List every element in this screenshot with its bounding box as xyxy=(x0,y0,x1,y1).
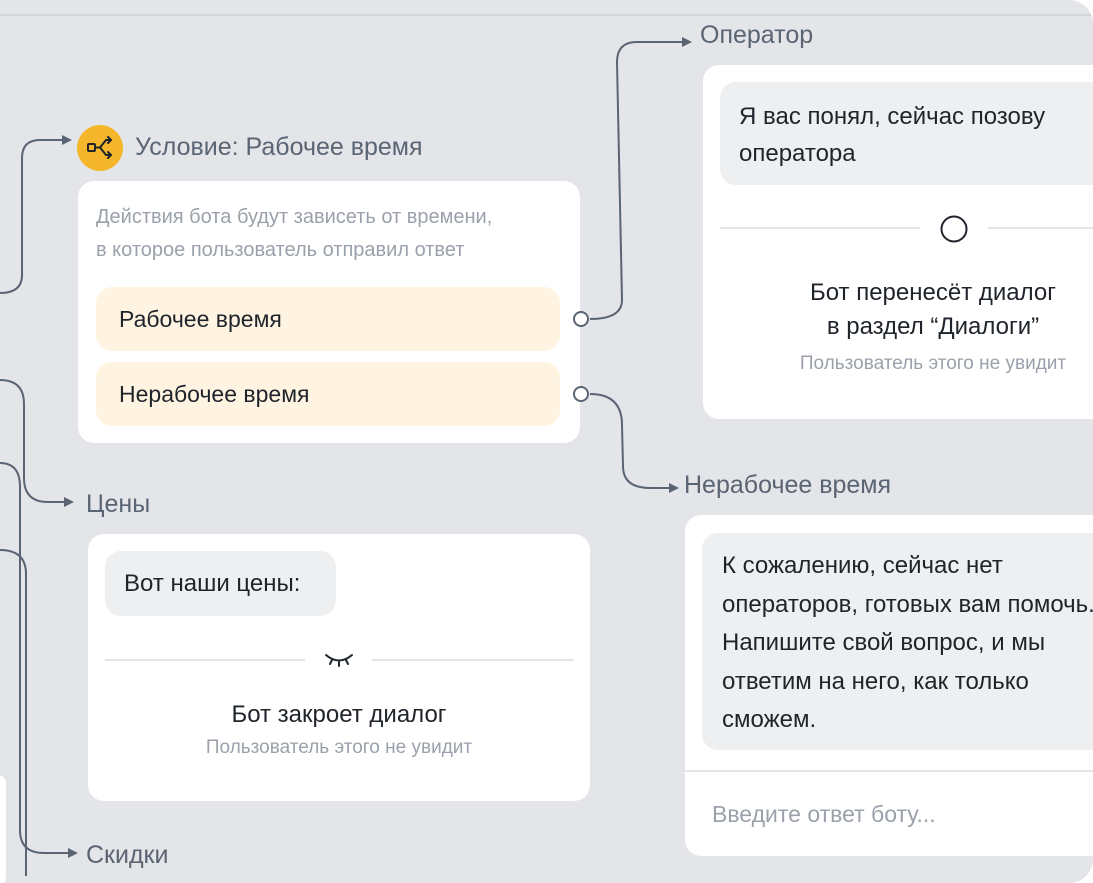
connector-to-discounts-1 xyxy=(0,462,78,858)
port-working-hours[interactable] xyxy=(573,311,589,327)
divider-left xyxy=(720,227,920,229)
discounts-title: Скидки xyxy=(86,841,169,869)
operator-message: Я вас понял, сейчас позову оператора xyxy=(720,82,1093,185)
partial-card-left xyxy=(0,775,6,883)
port-off-hours[interactable] xyxy=(573,386,589,402)
reply-input[interactable]: Введите ответ боту... xyxy=(712,801,936,827)
connector-to-condition xyxy=(0,135,72,294)
operator-message-line-2: оператора xyxy=(739,140,856,167)
condition-card[interactable]: Действия бота будут зависеть от времени,… xyxy=(78,181,580,443)
off-hours-card[interactable]: К сожалению, сейчас нет операторов, гото… xyxy=(685,515,1093,856)
prices-card[interactable]: Вот наши цены: Бот закроет диалог Пользо… xyxy=(88,534,590,801)
operator-action-subtitle: Пользователь этого не увидит xyxy=(799,353,1067,374)
operator-title: Оператор xyxy=(700,21,814,49)
connector-to-off-hours xyxy=(589,393,679,493)
option-off-hours[interactable]: Нерабочее время xyxy=(96,362,560,426)
operator-message-line-1: Я вас понял, сейчас позову xyxy=(739,103,1046,130)
closed-eye-icon xyxy=(325,654,353,667)
prices-action-subtitle: Пользователь этого не увидит xyxy=(205,737,473,758)
prices-title: Цены xyxy=(86,490,151,518)
operator-action-title-line-1: Бот перенесёт диалог xyxy=(809,279,1056,306)
condition-title: Условие: Рабочее время xyxy=(135,133,423,161)
connector-to-operator xyxy=(589,37,692,320)
operator-card[interactable]: Я вас понял, сейчас позову оператора Бот… xyxy=(703,65,1093,419)
off-hours-message: К сожалению, сейчас нет операторов, гото… xyxy=(702,533,1093,750)
off-hours-title: Нерабочее время xyxy=(684,471,892,499)
connector-to-prices xyxy=(0,379,74,507)
off-hours-message-line-5: сможем. xyxy=(722,706,817,733)
off-hours-message-line-1: К сожалению, сейчас нет xyxy=(722,552,1003,579)
circle-icon xyxy=(940,215,968,243)
connector-to-discounts-2 xyxy=(0,549,27,876)
divider-right xyxy=(372,659,574,661)
off-hours-message-line-3: Напишите свой вопрос, и мы xyxy=(722,629,1046,656)
divider-left xyxy=(105,659,305,661)
option-working-hours[interactable]: Рабочее время xyxy=(96,287,560,351)
branch-icon xyxy=(87,136,112,159)
prices-action-title: Бот закроет диалог xyxy=(231,701,447,728)
off-hours-message-line-4: ответим на него, как только xyxy=(722,667,1029,695)
condition-icon xyxy=(77,125,123,171)
top-border xyxy=(0,14,1093,16)
divider-right xyxy=(988,227,1093,229)
input-divider xyxy=(685,770,1093,772)
operator-action-title: Бот перенесёт диалог в раздел “Диалоги” xyxy=(703,276,1093,344)
prices-message: Вот наши цены: xyxy=(105,551,336,616)
off-hours-message-line-2: операторов, готовых вам помочь. xyxy=(722,590,1093,618)
condition-description-line-2: в которое пользователь отправил ответ xyxy=(96,239,465,261)
operator-action-title-line-2: в раздел “Диалоги” xyxy=(826,313,1040,340)
condition-description-line-1: Действия бота будут зависеть от времени, xyxy=(96,206,493,228)
